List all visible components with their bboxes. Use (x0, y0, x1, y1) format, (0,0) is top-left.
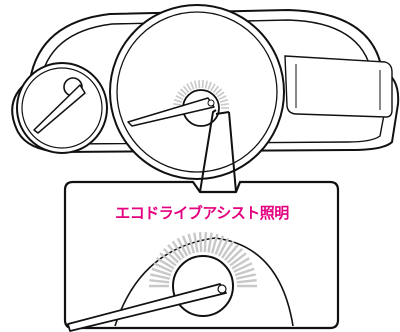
indicator-bar (219, 98, 229, 103)
eco-indicator-arc-small (173, 80, 229, 109)
multi-information-display-icon (284, 55, 393, 118)
indicator-bar (190, 81, 195, 90)
indicator-bar (235, 273, 256, 280)
indicator-bar (234, 267, 255, 277)
callout-label: エコドライブアシスト照明 (115, 204, 289, 222)
indicator-bar (151, 267, 172, 277)
indicator-bar (218, 95, 227, 101)
indicator-bar (159, 252, 177, 267)
indicator-bar (153, 262, 173, 273)
indicator-bar (156, 257, 175, 270)
indicator-bar (175, 95, 184, 101)
indicator-bar (173, 98, 183, 103)
indicator-bar (231, 257, 250, 270)
indicator-bar (187, 233, 196, 254)
indicator-bar (182, 85, 190, 93)
indicator-bar (179, 88, 187, 95)
indicator-bar (221, 240, 235, 259)
indicator-bar (194, 80, 198, 89)
indicator-bar (224, 244, 239, 261)
indicator-bar (210, 233, 219, 254)
indicator-bar (214, 235, 225, 255)
indicator-bar (198, 232, 203, 253)
indicator-bar (229, 252, 247, 267)
indicator-bar (215, 88, 223, 95)
indicator-bar (176, 237, 189, 257)
indicator-bar (181, 235, 192, 255)
indicator-bar (207, 81, 212, 90)
indicator-bar (149, 279, 170, 284)
indicator-bar (198, 80, 201, 89)
indicator-bar (173, 103, 182, 106)
indicator-bar (171, 240, 185, 259)
indicator-bar (233, 262, 253, 273)
eco-drive-assist-indicator-icon (67, 232, 294, 332)
indicator-bar (201, 80, 204, 89)
eco-indicator-arc-large (149, 232, 257, 288)
indicator-bar (162, 248, 180, 264)
tachometer-gauge-icon (16, 62, 108, 154)
speedometer-gauge-icon (109, 4, 285, 180)
indicator-bar (210, 83, 216, 92)
indicator-bar (150, 273, 171, 280)
indicator-bar (186, 83, 192, 92)
indicator-bar (167, 244, 182, 261)
indicator-bar (220, 103, 229, 106)
indicator-bar (217, 237, 230, 257)
indicator-bar (236, 279, 257, 284)
indicator-bar (207, 232, 213, 253)
indicator-bar (212, 85, 220, 93)
indicator-bar (193, 232, 199, 253)
indicator-bar (177, 91, 185, 98)
indicator-bar (226, 248, 244, 264)
indicator-bar (203, 232, 208, 253)
indicator-bar (217, 91, 225, 98)
indicator-bar (204, 80, 208, 89)
callout-leader-lines (199, 109, 237, 193)
callout-box: エコドライブアシスト照明 (63, 180, 340, 330)
